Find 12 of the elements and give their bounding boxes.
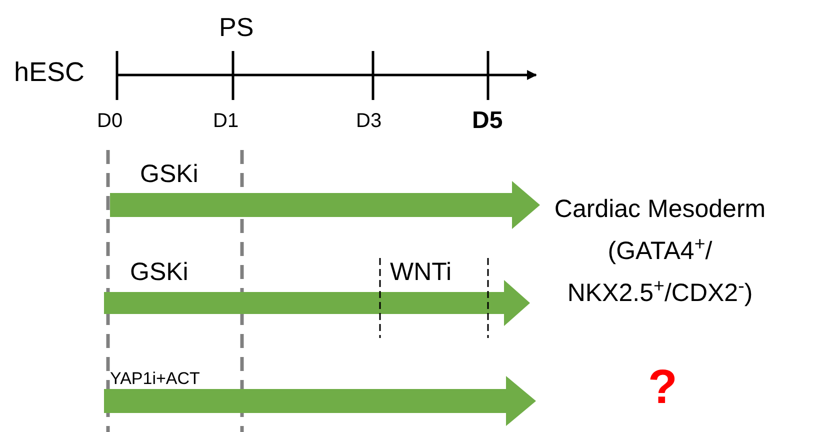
treatment-label: GSKi bbox=[130, 257, 188, 288]
stage-label: hESC bbox=[14, 56, 85, 89]
day-label: D5 bbox=[472, 106, 503, 136]
treatment-label: WNTi bbox=[390, 257, 452, 288]
question-mark: ? bbox=[648, 360, 678, 416]
treatment-label: GSKi bbox=[140, 159, 198, 190]
stage-label: PS bbox=[219, 11, 254, 44]
day-label: D3 bbox=[356, 109, 382, 134]
day-label: D0 bbox=[97, 109, 123, 134]
outcome-text: Cardiac Mesoderm (GATA4$^{+}$/ NKX2.5$^{+}$/CDX2$^{-}$) bbox=[553, 194, 767, 309]
treatment-label: YAP1i+ACT bbox=[110, 368, 200, 390]
day-label: D1 bbox=[213, 109, 239, 134]
